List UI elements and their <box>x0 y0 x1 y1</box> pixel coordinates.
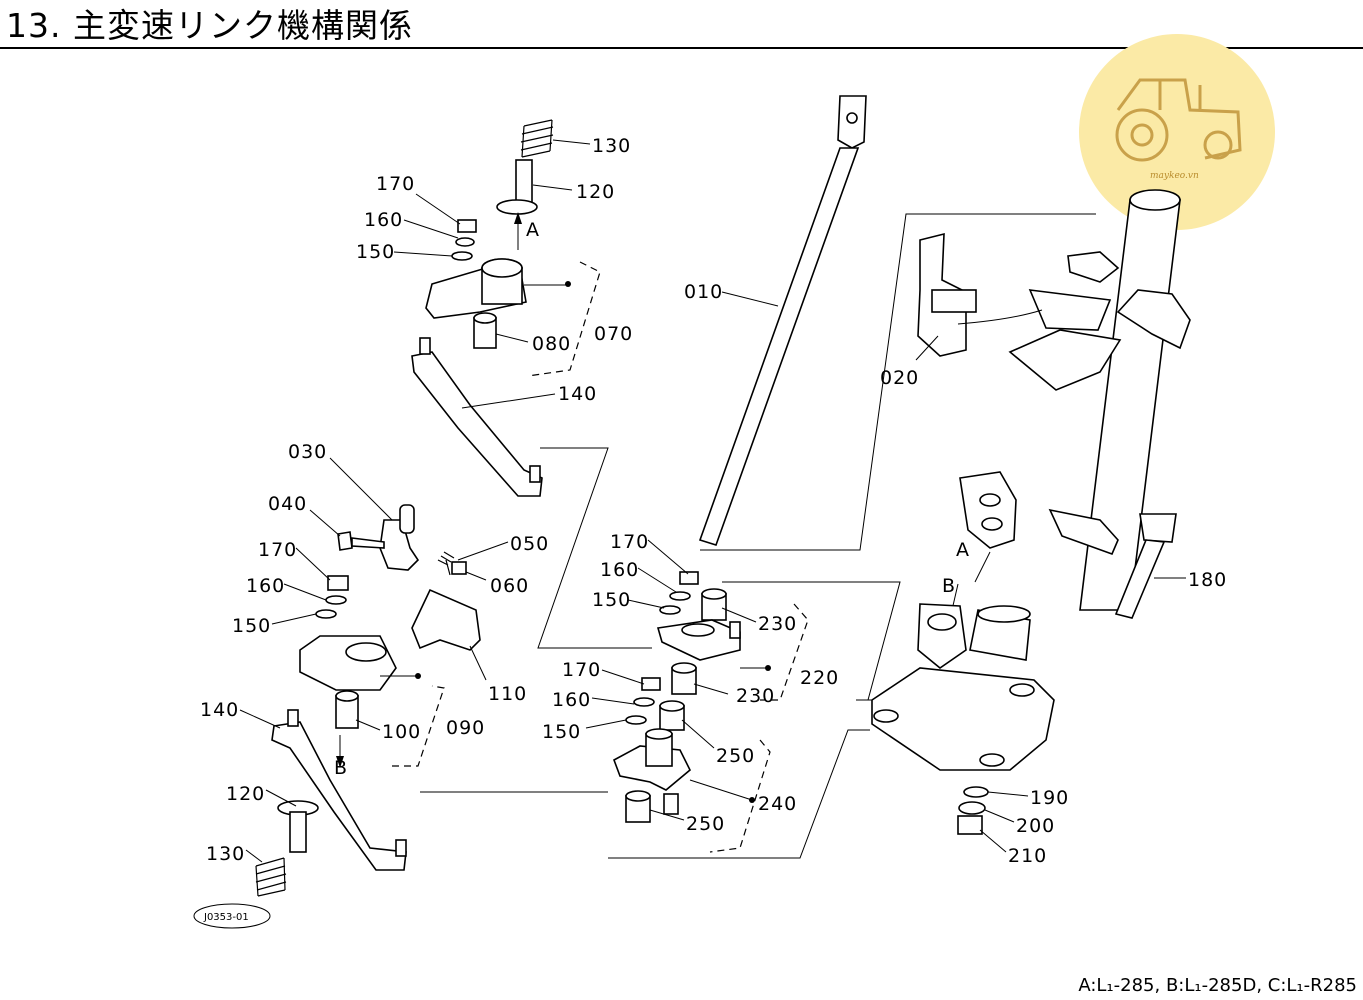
reference-badge <box>193 903 271 929</box>
callout-050: 050 <box>510 533 549 555</box>
pin-120-head <box>496 199 538 215</box>
callout-210: 210 <box>1008 845 1047 867</box>
washer-200 <box>958 801 986 815</box>
callout-170-c2: 170 <box>562 659 601 681</box>
callout-150-lower: 150 <box>232 615 271 637</box>
pedal-arm-140-top <box>411 351 543 497</box>
callout-180: 180 <box>1188 569 1227 591</box>
nut-170-top <box>457 219 477 233</box>
link-110 <box>411 588 481 651</box>
model-footnote: A:L₁-285, B:L₁-285D, C:L₁-R285 <box>1078 975 1357 996</box>
callout-140-top: 140 <box>558 383 597 405</box>
spring-130-top <box>520 119 554 158</box>
callout-230-b: 230 <box>736 685 775 707</box>
nut-170-lower <box>327 575 349 591</box>
nut-210 <box>957 815 983 835</box>
tractor-watermark-logo: maykeo.vn <box>1079 34 1275 230</box>
title-rule <box>0 47 1363 49</box>
shift-rod-010 <box>698 95 867 546</box>
callout-100: 100 <box>382 721 421 743</box>
mark-a-right: A <box>956 539 970 561</box>
callout-labels: 130 120 170 160 150 080 070 140 010 020 … <box>200 135 1227 867</box>
upper-pedal-assembly <box>411 119 554 497</box>
link-assembly-220 <box>656 571 741 661</box>
washer-150-lower <box>315 609 337 619</box>
nut-170-c2 <box>641 677 661 691</box>
callout-020: 020 <box>880 367 919 389</box>
nut-170-c1 <box>679 571 699 585</box>
page-title: 13. 主変速リンク機構関係 <box>6 6 413 45</box>
reference-code: J0353-01 <box>203 912 249 923</box>
spring-130-lower <box>255 857 287 897</box>
callout-150-c2: 150 <box>542 721 581 743</box>
callout-120-lower: 120 <box>226 783 265 805</box>
callout-090: 090 <box>446 717 485 739</box>
callout-190: 190 <box>1030 787 1069 809</box>
callout-130-lower: 130 <box>206 843 245 865</box>
washer-190 <box>963 786 989 798</box>
callout-170-lower: 170 <box>258 539 297 561</box>
mark-a-top: A <box>526 219 540 241</box>
callout-160-top: 160 <box>364 209 403 231</box>
pin-120-top <box>515 159 533 206</box>
washer-150-top <box>451 251 473 261</box>
callout-220: 220 <box>800 667 839 689</box>
callout-060: 060 <box>490 575 529 597</box>
mark-b-right: B <box>942 575 956 597</box>
callout-250-a: 250 <box>716 745 755 767</box>
bolt-040 <box>337 531 385 551</box>
callout-120-top: 120 <box>576 181 615 203</box>
callout-250-b: 250 <box>686 813 725 835</box>
bolt-180 <box>1114 513 1177 619</box>
callout-040: 040 <box>268 493 307 515</box>
callout-170-c1: 170 <box>610 531 649 553</box>
nut-060 <box>451 561 467 575</box>
callout-080: 080 <box>532 333 571 355</box>
callout-130-top: 130 <box>592 135 631 157</box>
link-assembly-240 <box>613 662 697 823</box>
callout-160-c1: 160 <box>600 559 639 581</box>
washer-160-top <box>455 237 475 247</box>
group-boundaries <box>392 213 1096 859</box>
bracket-090 <box>299 635 397 691</box>
callout-110: 110 <box>488 683 527 705</box>
steering-column-assembly <box>871 189 1191 835</box>
washer-160-lower <box>325 595 347 605</box>
callout-070: 070 <box>594 323 633 345</box>
pedal-arm-140-lower <box>271 721 407 871</box>
callout-170-top: 170 <box>376 173 415 195</box>
mark-b-lower: B <box>334 757 348 779</box>
callout-010: 010 <box>684 281 723 303</box>
lower-pedal-assembly: J0353-01 <box>193 504 481 929</box>
base-plate <box>871 667 1055 771</box>
callout-160-lower: 160 <box>246 575 285 597</box>
callout-140-lower: 140 <box>200 699 239 721</box>
callout-030: 030 <box>288 441 327 463</box>
leader-lines <box>239 139 1186 863</box>
callout-200: 200 <box>1016 815 1055 837</box>
callout-160-c2: 160 <box>552 689 591 711</box>
callout-150-c1: 150 <box>592 589 631 611</box>
callout-150-top: 150 <box>356 241 395 263</box>
watermark-text: maykeo.vn <box>1150 171 1199 181</box>
callout-230-a: 230 <box>758 613 797 635</box>
callout-240: 240 <box>758 793 797 815</box>
